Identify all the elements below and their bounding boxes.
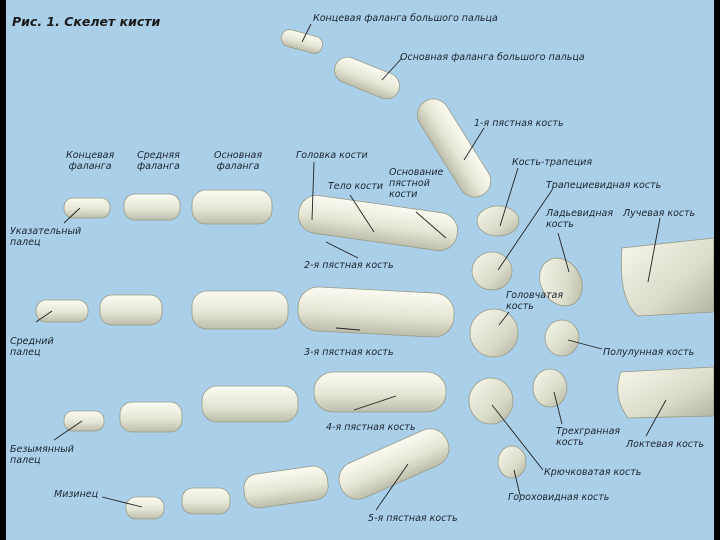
- label-ulna: Локтевая кость: [626, 439, 704, 450]
- trapezium-bone: [477, 206, 519, 236]
- little-distal-phalanx: [126, 497, 164, 519]
- ring-middle-phalanx: [120, 402, 182, 432]
- label-proximal-phalanx-column: Основная фаланга: [214, 150, 262, 172]
- label-metacarpal-4: 4-я пястная кость: [326, 422, 416, 433]
- label-capitate: Головчатая кость: [506, 290, 563, 312]
- metacarpal-3: [297, 286, 455, 338]
- metacarpal-4: [314, 372, 446, 412]
- label-little-finger: Мизинец: [54, 489, 98, 500]
- index-middle-phalanx: [124, 194, 180, 220]
- label-ring-finger: Безымянный палец: [10, 444, 74, 466]
- label-triquetrum: Трехгранная кость: [556, 426, 620, 448]
- label-hamate: Крючковатая кость: [544, 467, 641, 478]
- lunate-bone: [545, 320, 579, 356]
- label-metacarpal-5: 5-я пястная кость: [368, 513, 458, 524]
- label-pisiform: Гороховидная кость: [508, 492, 609, 503]
- pisiform-bone: [498, 446, 526, 478]
- figure-title: Рис. 1. Скелет кисти: [12, 14, 160, 29]
- label-middle-phalanx-column: Средняя фаланга: [137, 150, 180, 172]
- label-index-finger: Указательный палец: [10, 226, 81, 248]
- little-proximal-phalanx: [242, 464, 330, 509]
- index-distal-phalanx: [64, 198, 110, 218]
- label-scaphoid: Ладьевидная кость: [546, 208, 613, 230]
- label-trapezoid: Трапециевидная кость: [546, 180, 661, 191]
- middle-distal-phalanx: [36, 300, 88, 322]
- index-proximal-phalanx: [192, 190, 272, 224]
- label-metacarpal-base: Основание пястной кости: [389, 167, 443, 200]
- metacarpal-5: [333, 423, 454, 505]
- ring-distal-phalanx: [64, 411, 104, 431]
- label-radius: Лучевая кость: [623, 208, 695, 219]
- ulna-bone: [618, 367, 714, 418]
- hamate-bone: [469, 378, 513, 424]
- label-metacarpal-1: 1-я пястная кость: [474, 118, 564, 129]
- label-metacarpal-2: 2-я пястная кость: [304, 260, 394, 271]
- label-lunate: Полулунная кость: [603, 347, 694, 358]
- label-bone-head: Головка кости: [296, 150, 368, 161]
- label-trapezium: Кость-трапеция: [512, 157, 592, 168]
- label-thumb-proximal-phalanx: Основная фаланга большого пальца: [400, 52, 585, 63]
- middle-middle-phalanx: [100, 295, 162, 325]
- little-middle-phalanx: [182, 488, 230, 514]
- label-distal-phalanx-column: Концевая фаланга: [66, 150, 114, 172]
- thumb-proximal-phalanx: [331, 53, 404, 103]
- label-metacarpal-3: 3-я пястная кость: [304, 347, 394, 358]
- radius-bone: [621, 238, 714, 316]
- triquetrum-bone: [533, 369, 567, 407]
- ring-proximal-phalanx: [202, 386, 298, 422]
- label-middle-finger: Средний палец: [10, 336, 54, 358]
- label-bone-body: Тело кости: [328, 181, 383, 192]
- figure-frame: Рис. 1. Скелет кисти Концевая фаланга бо…: [6, 0, 714, 540]
- middle-proximal-phalanx: [192, 291, 288, 329]
- metacarpal-2: [296, 193, 460, 253]
- label-thumb-distal-phalanx: Концевая фаланга большого пальца: [313, 13, 498, 24]
- capitate-bone: [470, 309, 518, 357]
